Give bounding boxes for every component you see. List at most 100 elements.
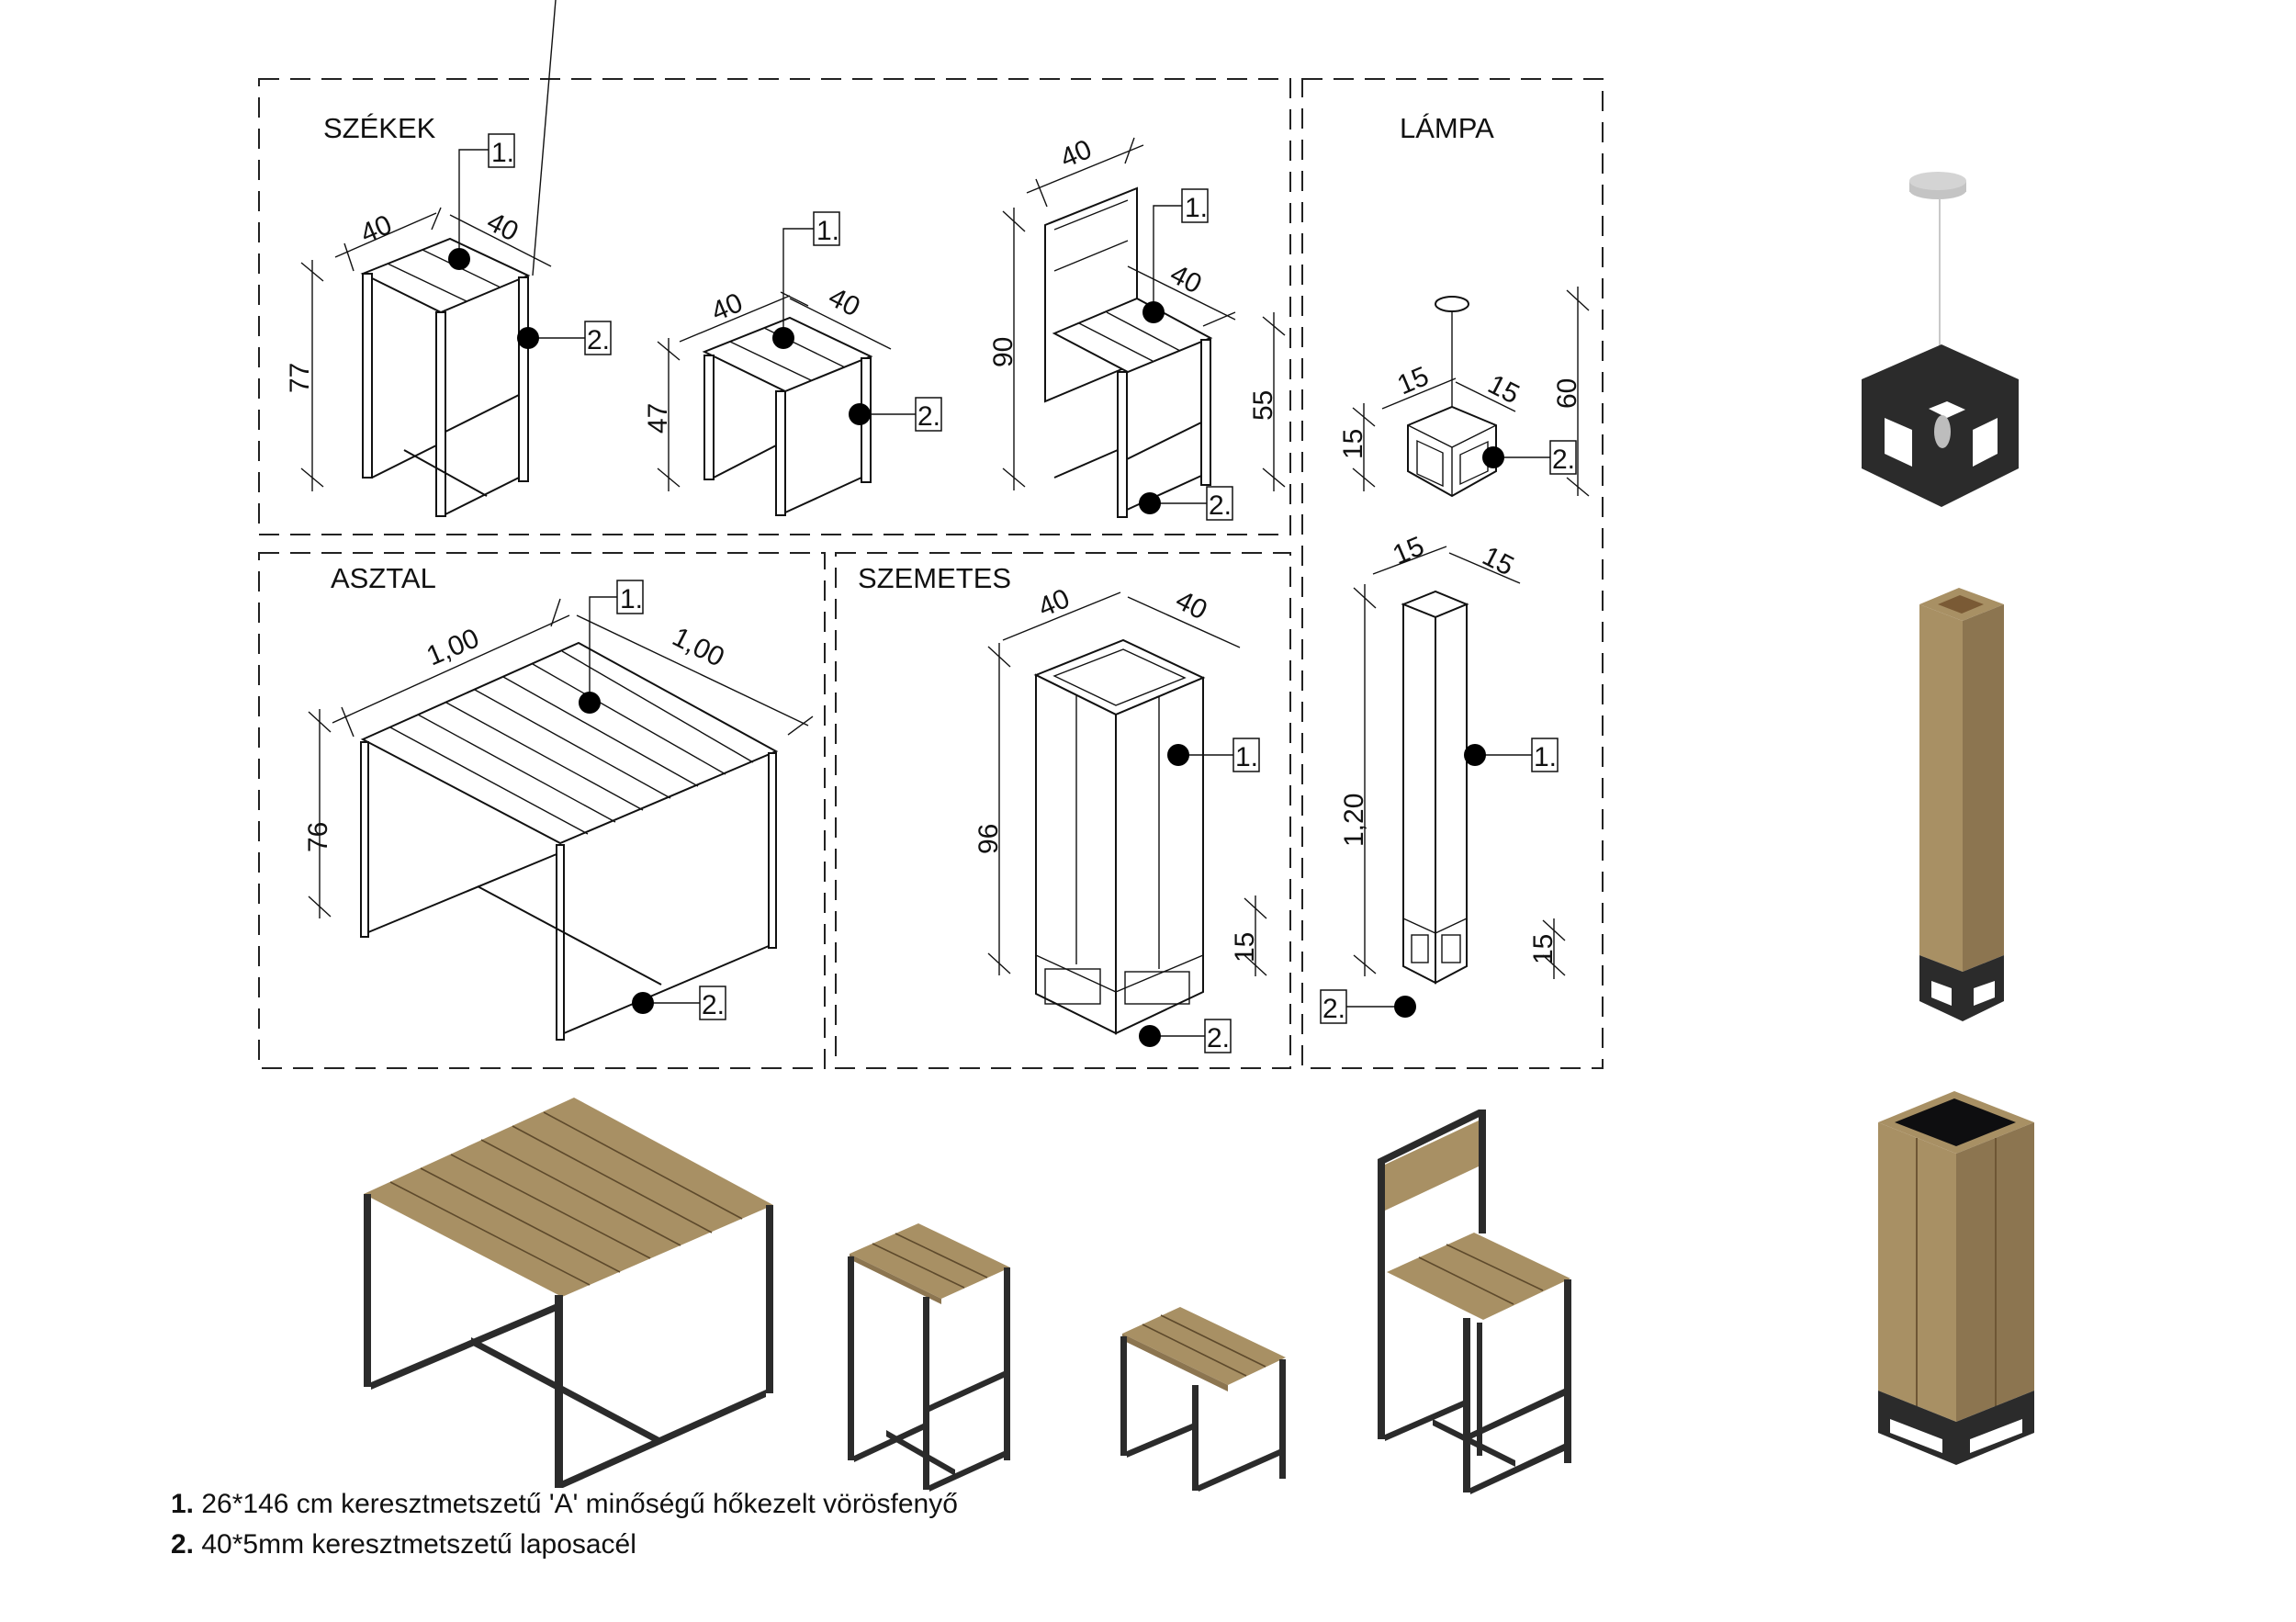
bollard-dimensions: 15 15 1,20 15 1. 2.	[1320, 531, 1566, 1024]
low-stool-render	[1120, 1307, 1286, 1492]
chairs-frame	[258, 78, 1291, 535]
table-frame	[258, 552, 826, 1069]
bollard-depth-label: 15	[1478, 541, 1519, 582]
bin-marker-1	[1167, 744, 1189, 766]
bar-stool-render-steel-frame	[848, 1256, 1010, 1492]
low-stool-depth-label: 40	[824, 282, 865, 323]
bollard-height-label: 1,20	[1339, 794, 1369, 847]
lamp-callout-2: 2.	[1552, 445, 1575, 475]
lamp-frame	[1301, 78, 1604, 1069]
bar-stool-marker-1	[448, 248, 470, 270]
bar-stool-seat	[360, 237, 531, 314]
chair-render-steel-frame	[1378, 1109, 1486, 1439]
bollard-marker-2	[1394, 996, 1416, 1018]
bar-stool-callout-2: 2.	[587, 325, 610, 355]
lamp-drawing	[1407, 296, 1497, 498]
chair-callout-1: 1.	[1185, 193, 1208, 223]
bar-stool-marker-2	[517, 327, 539, 349]
bin-height-label: 96	[974, 824, 1004, 854]
bin-render-base	[1878, 1391, 2034, 1465]
bin-callout-1: 1.	[1235, 742, 1258, 772]
chair-render	[1378, 1109, 1571, 1494]
chair-render-backrest	[1385, 1121, 1479, 1211]
bar-stool-drawing	[360, 237, 531, 517]
table-width-label: 1,00	[422, 623, 484, 671]
bin-dimensions: 40 40 96 15 1. 2.	[974, 583, 1267, 1053]
lamp-width-label: 15	[1393, 361, 1434, 400]
low-stool-marker-1	[772, 327, 794, 349]
low-stool-marker-2	[849, 403, 871, 425]
bollard-width-label: 15	[1389, 531, 1429, 570]
table-callout-1: 1.	[620, 584, 643, 614]
chair-dimensions: 40 40 90 55 1. 2.	[988, 134, 1286, 521]
bin-width-label: 40	[1034, 583, 1075, 623]
table-render	[364, 1098, 773, 1488]
bin-drawing	[1033, 638, 1206, 1035]
low-stool-width-label: 40	[707, 287, 748, 327]
lamp-height-label: 15	[1338, 429, 1368, 459]
bollard-right-face	[1435, 603, 1468, 985]
chair-callout-2: 2.	[1209, 490, 1232, 521]
table-section-title: ASZTAL	[331, 562, 436, 594]
bar-stool-callout-1: 1.	[491, 138, 514, 168]
bollard-callout-1: 1.	[1534, 742, 1557, 772]
bin-frame	[835, 552, 1291, 1069]
lamp-section-title: LÁMPA	[1400, 112, 1494, 144]
legend-number: 1.	[171, 1489, 195, 1519]
low-stool-callout-1: 1.	[816, 216, 839, 246]
bollard-drawing	[1401, 590, 1469, 985]
chair-render-seat	[1387, 1233, 1570, 1320]
bin-marker-2	[1139, 1025, 1161, 1047]
bin-render-opening	[1895, 1098, 2016, 1146]
table-drawing	[360, 641, 779, 1041]
chair-seat-height-label: 55	[1248, 390, 1278, 421]
legend-item-timber: 1. 26*146 cm keresztmetszetű 'A' minőség…	[171, 1488, 958, 1521]
lamp-depth-label: 15	[1483, 369, 1525, 411]
table-callout-2: 2.	[702, 990, 725, 1020]
bar-stool-render	[848, 1223, 1010, 1492]
chair-height-label: 90	[988, 337, 1019, 367]
low-stool-render-seat	[1122, 1307, 1286, 1385]
table-depth-label: 1,00	[668, 622, 729, 673]
table-render-top	[364, 1098, 773, 1297]
chairs-section-title: SZÉKEK	[323, 112, 436, 144]
legend-text: 26*146 cm keresztmetszetű 'A' minőségű h…	[194, 1489, 958, 1519]
low-stool-seat	[702, 316, 873, 393]
lamp-render	[1862, 172, 2019, 507]
bar-stool-dimensions: 40 40 77 1. 2.	[285, 0, 612, 491]
bollard-callout-2: 2.	[1322, 994, 1345, 1024]
chair-depth-label: 40	[1165, 259, 1207, 300]
chair-marker-2	[1139, 492, 1161, 514]
table-render-plank-lines	[389, 1111, 743, 1286]
legend-item-steel: 2. 40*5mm keresztmetszetű laposacél	[171, 1528, 636, 1561]
bar-stool-width-label: 40	[356, 209, 397, 249]
bar-stool-height-label: 77	[285, 363, 315, 393]
chair-marker-1	[1142, 301, 1165, 323]
chair-width-label: 40	[1056, 134, 1097, 174]
table-render-steel-frame	[364, 1194, 773, 1488]
bollard-marker-1	[1464, 744, 1486, 766]
bar-stool-depth-label: 40	[482, 207, 523, 248]
legend-text: 40*5mm keresztmetszetű laposacél	[194, 1529, 636, 1560]
bin-render	[1878, 1091, 2034, 1465]
low-stool-render-steel-frame	[1120, 1336, 1286, 1492]
table-top	[360, 641, 779, 845]
lamp-drop-label: 60	[1552, 378, 1582, 409]
bollard-render-base	[1919, 955, 2004, 1021]
low-stool-callout-2: 2.	[917, 401, 940, 432]
low-stool-height-label: 47	[643, 403, 673, 434]
bin-section-title: SZEMETES	[858, 562, 1011, 594]
bar-stool-render-seat	[850, 1223, 1010, 1299]
lamp-marker-2	[1482, 446, 1504, 468]
bollard-base-label: 15	[1528, 934, 1559, 964]
chair-drawing	[1044, 186, 1213, 518]
table-height-label: 76	[303, 822, 333, 852]
bin-base-label: 15	[1230, 932, 1260, 963]
chair-seat	[1052, 297, 1213, 374]
legend-number: 2.	[171, 1529, 195, 1560]
bin-callout-2: 2.	[1207, 1023, 1230, 1053]
lamp-dimensions: 15 15 15 60 2.	[1338, 287, 1590, 497]
bollard-render	[1919, 588, 2004, 1021]
table-marker-2	[632, 992, 654, 1014]
table-marker-1	[579, 692, 601, 714]
